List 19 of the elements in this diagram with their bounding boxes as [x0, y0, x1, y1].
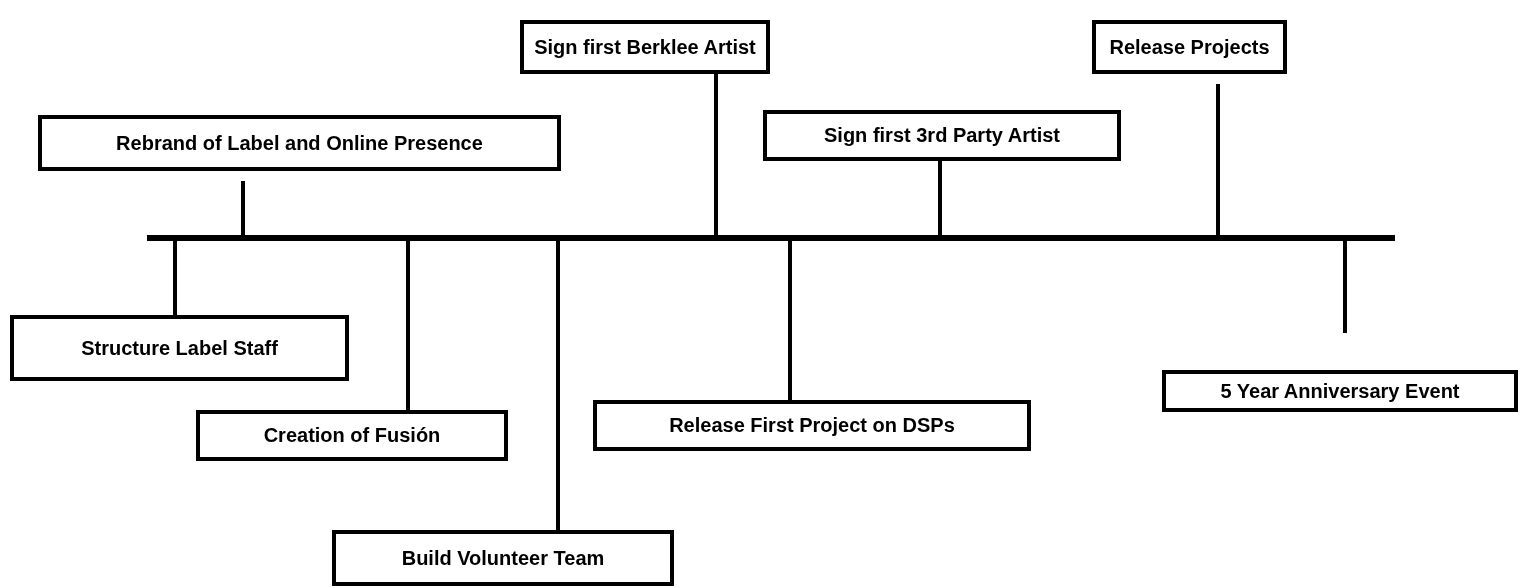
milestone-box: Build Volunteer Team — [332, 530, 674, 586]
connector-line — [241, 181, 245, 235]
milestone-box: Structure Label Staff — [10, 315, 349, 381]
connector-line — [1216, 84, 1220, 235]
milestone-box: Creation of Fusión — [196, 410, 508, 461]
milestone-box: Release Projects — [1092, 20, 1287, 74]
milestone-box: Rebrand of Label and Online Presence — [38, 115, 561, 171]
milestone-box: Sign first Berklee Artist — [520, 20, 770, 74]
connector-line — [714, 74, 718, 235]
milestone-box: Sign first 3rd Party Artist — [763, 110, 1121, 161]
timeline-bar — [147, 235, 1395, 241]
connector-line — [788, 241, 792, 400]
connector-line — [406, 241, 410, 410]
connector-line — [1343, 241, 1347, 333]
milestone-box: Release First Project on DSPs — [593, 400, 1031, 451]
connector-line — [556, 241, 560, 530]
connector-line — [173, 241, 177, 315]
milestone-box: 5 Year Anniversary Event — [1162, 370, 1518, 412]
connector-line — [938, 161, 942, 235]
